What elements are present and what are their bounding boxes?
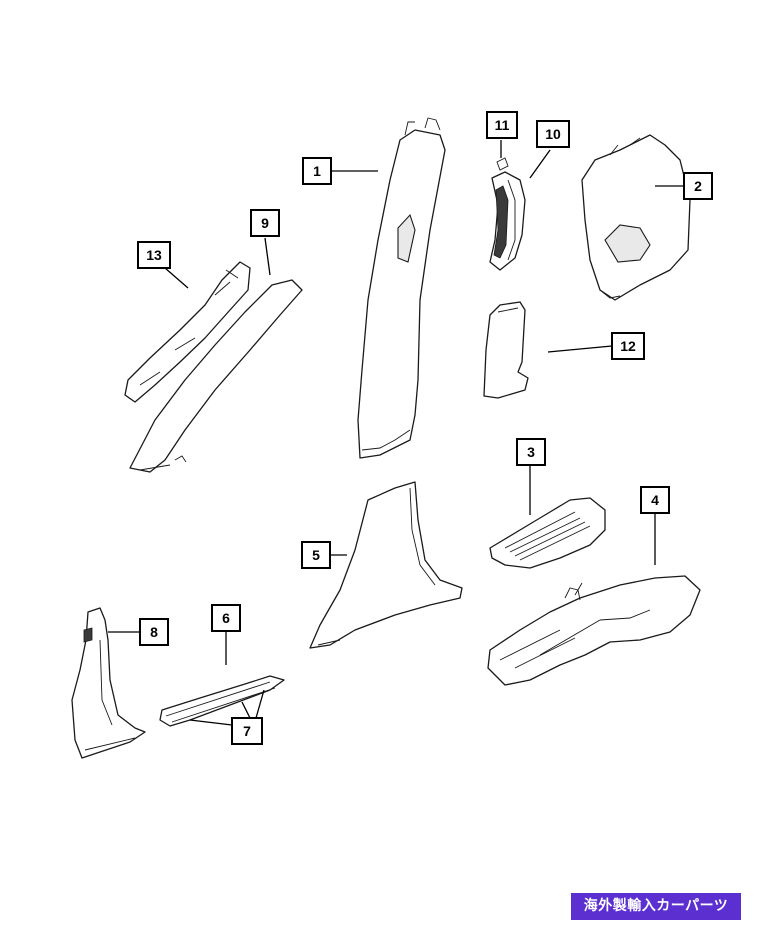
callout-4-label: 4 xyxy=(651,492,659,508)
part-4-duct-assembly xyxy=(487,575,701,686)
callout-5: 5 xyxy=(301,541,331,569)
part-11-clip xyxy=(496,157,509,171)
callout-1-label: 1 xyxy=(313,163,321,179)
callout-4: 4 xyxy=(640,486,670,514)
callout-9: 9 xyxy=(250,209,280,237)
leader-lines xyxy=(108,140,684,726)
part-10-grab-handle xyxy=(489,171,526,271)
callout-7-label: 7 xyxy=(243,723,251,739)
callout-10-label: 10 xyxy=(545,126,561,142)
callout-2: 2 xyxy=(683,172,713,200)
callout-12-label: 12 xyxy=(620,338,636,354)
callout-9-label: 9 xyxy=(261,215,269,231)
callout-13: 13 xyxy=(137,241,171,269)
callout-8-label: 8 xyxy=(150,624,158,640)
callout-3: 3 xyxy=(516,438,546,466)
part-8-cowl-trim xyxy=(71,607,146,759)
callout-3-label: 3 xyxy=(527,444,535,460)
callout-6-label: 6 xyxy=(222,610,230,626)
callout-11: 11 xyxy=(486,111,518,139)
callout-1: 1 xyxy=(302,157,332,185)
part-12-cover-panel xyxy=(483,301,529,399)
callout-2-label: 2 xyxy=(694,178,702,194)
part-5-kick-panel xyxy=(309,481,463,649)
part-2-quarter-trim xyxy=(581,134,691,301)
part-6-sill-plate xyxy=(159,675,285,727)
callout-11-label: 11 xyxy=(495,117,510,133)
part-1-pillar-trim xyxy=(357,117,446,459)
callout-5-label: 5 xyxy=(312,547,320,563)
callout-12: 12 xyxy=(611,332,645,360)
callout-6: 6 xyxy=(211,604,241,632)
part-13-bracket xyxy=(124,261,251,403)
part-3-floor-tray xyxy=(489,497,606,569)
part-9-a-pillar-trim xyxy=(129,279,303,473)
callout-7: 7 xyxy=(231,717,263,745)
callout-13-label: 13 xyxy=(146,247,162,263)
watermark-banner: 海外製輸入カーパーツ xyxy=(571,893,741,920)
callout-10: 10 xyxy=(536,120,570,148)
callout-8: 8 xyxy=(139,618,169,646)
